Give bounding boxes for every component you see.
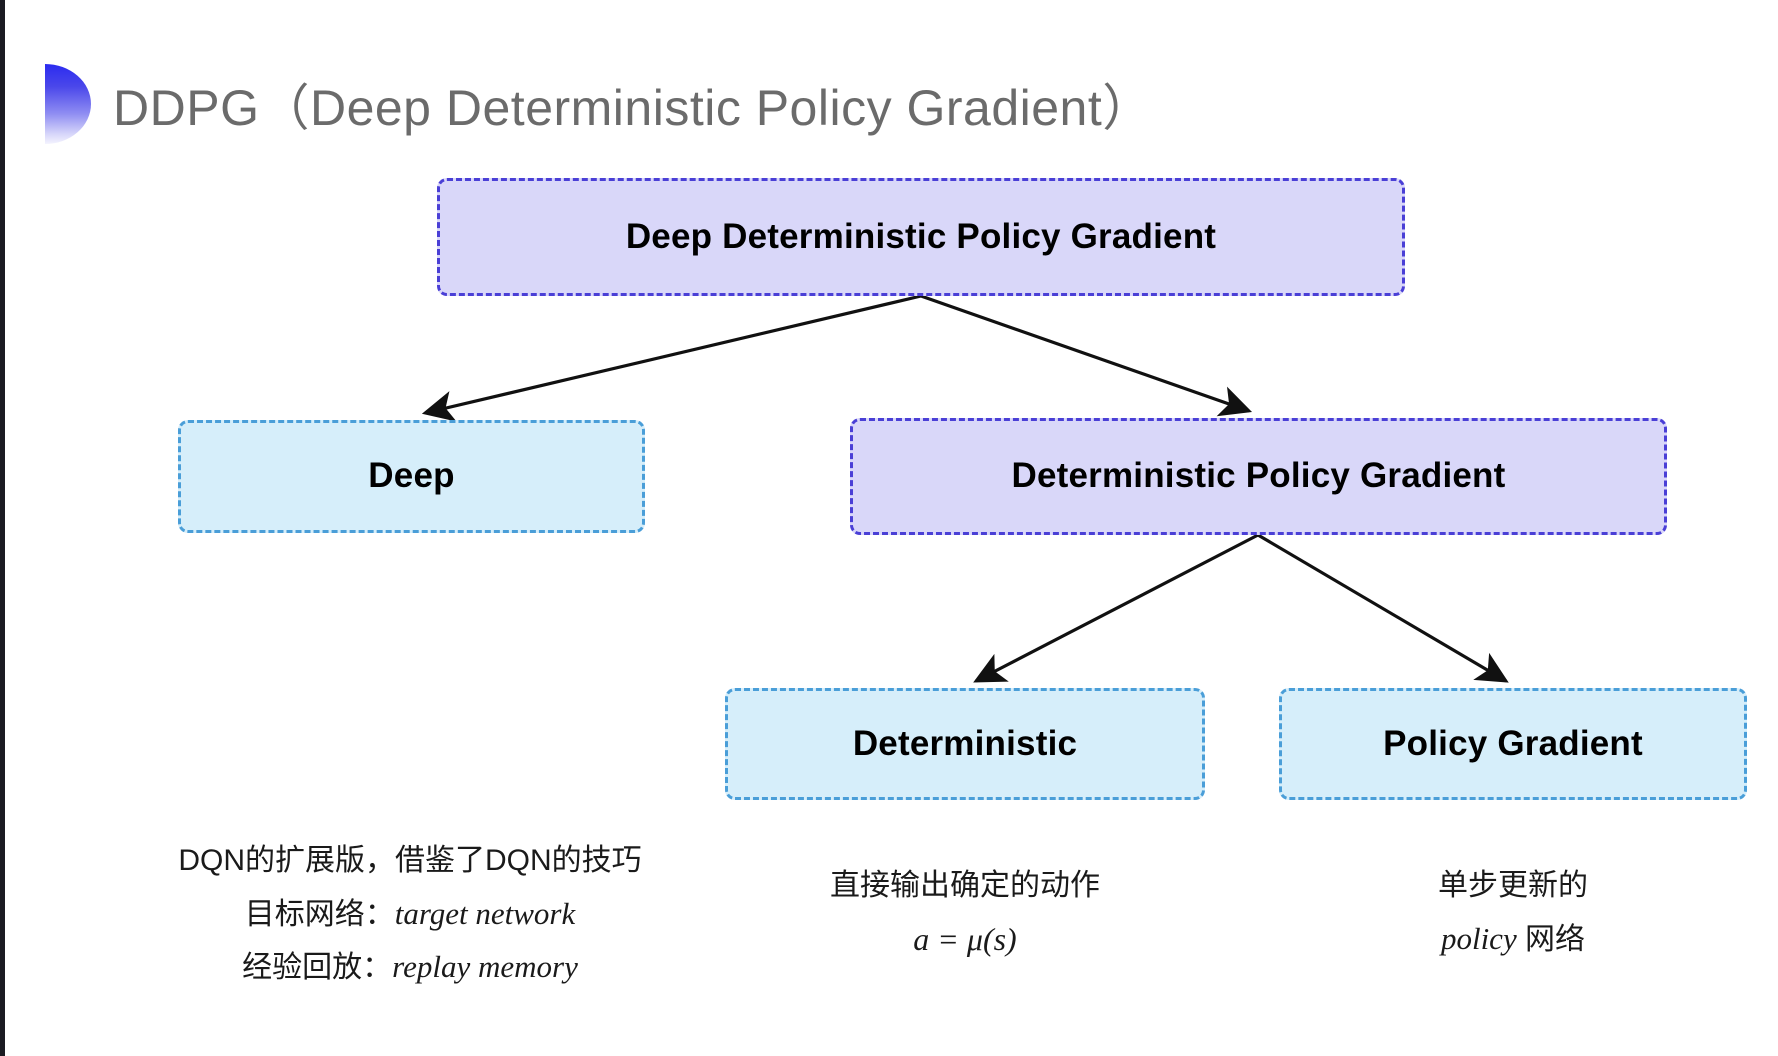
node-deep[interactable]: Deep [178, 420, 645, 533]
edge-dpg-to-policy-gradient [1257, 533, 1509, 683]
annotation-deterministic-line-1: 直接输出确定的动作 [830, 869, 1100, 902]
annotation-deep-line-1: DQN的扩展版，借鉴了DQN的技巧 [178, 844, 642, 877]
annotation-policy-gradient-line-1: 单步更新的 [1438, 869, 1588, 902]
edge-root-to-dpg [920, 294, 1253, 417]
annotation-deep-line-2: 目标网络：target network [155, 887, 665, 941]
annotation-policy-gradient-term: policy [1440, 920, 1517, 956]
annotation-policy-gradient-suffix: 网络 [1516, 922, 1586, 956]
annotation-deep-line-3-term: replay memory [392, 949, 578, 985]
annotation-policy-gradient: 单步更新的 policy 网络 [1279, 860, 1747, 965]
node-deterministic-policy-gradient[interactable]: Deterministic Policy Gradient [850, 418, 1667, 535]
node-label: Deterministic [852, 723, 1078, 763]
annotation-policy-gradient-line-2: policy 网络 [1279, 912, 1747, 966]
edge-dpg-to-deterministic [973, 533, 1259, 683]
node-label: Policy Gradient [1383, 723, 1643, 763]
annotation-deterministic: 直接输出确定的动作 a = μ(s) [725, 860, 1205, 967]
annotation-deterministic-formula: a = μ(s) [913, 920, 1017, 957]
node-label: Deep Deterministic Policy Gradient [625, 216, 1217, 256]
half-circle-bullet-icon [45, 64, 91, 144]
node-deep-deterministic-policy-gradient[interactable]: Deep Deterministic Policy Gradient [437, 178, 1405, 296]
annotation-deep: DQN的扩展版，借鉴了DQN的技巧 目标网络：target network 经验… [155, 835, 665, 994]
page-title: DDPG（Deep Deterministic Policy Gradient） [113, 80, 1153, 136]
annotation-deep-line-2-term: target network [394, 895, 576, 931]
node-label: Deep [368, 456, 455, 496]
edge-root-to-deep [421, 294, 922, 422]
annotation-deep-line-2-label: 目标网络： [244, 897, 395, 931]
annotation-deep-line-3-label: 经验回放： [242, 951, 393, 985]
annotation-deep-line-3: 经验回放：replay memory [155, 940, 665, 994]
node-policy-gradient[interactable]: Policy Gradient [1279, 688, 1747, 800]
node-label: Deterministic Policy Gradient [1011, 456, 1506, 496]
page-title-row: DDPG（Deep Deterministic Policy Gradient） [45, 62, 1153, 146]
node-deterministic[interactable]: Deterministic [725, 688, 1205, 800]
